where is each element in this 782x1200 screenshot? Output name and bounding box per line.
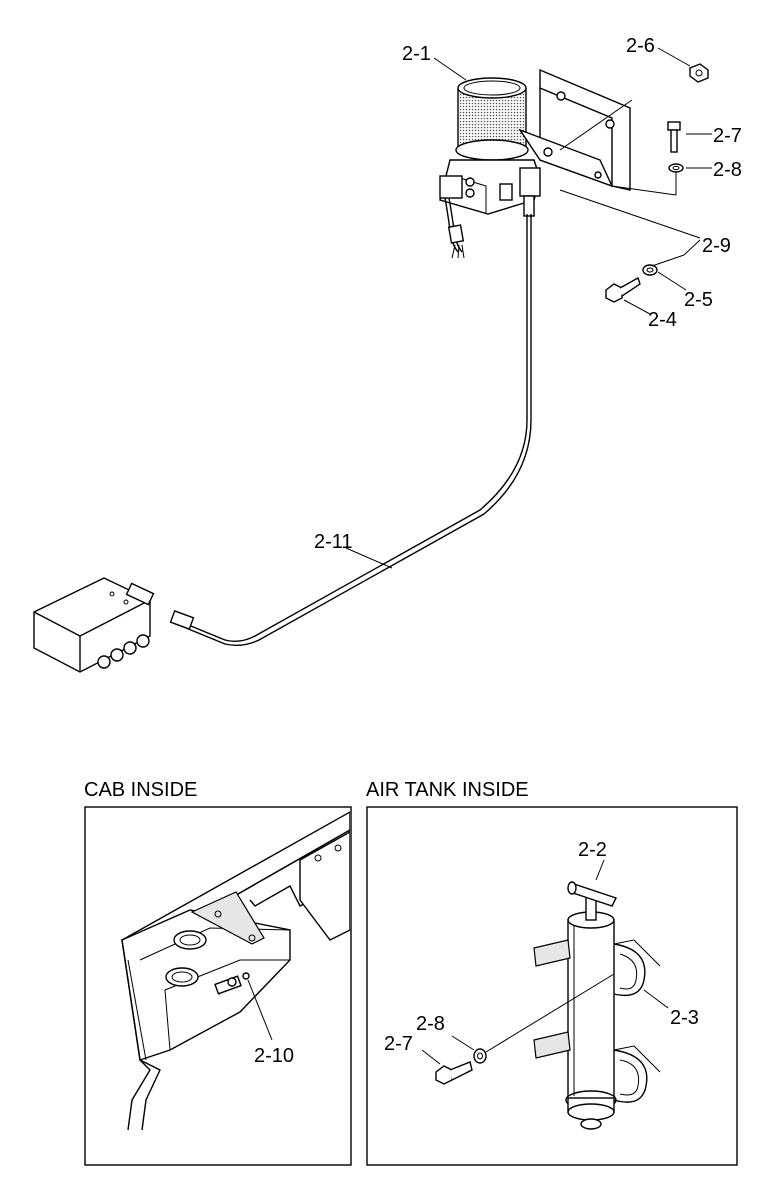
callout-2-8-air-tank: 2-8	[416, 1013, 445, 1035]
leader-lines-top	[433, 47, 712, 315]
grease-hose-2-11	[169, 214, 532, 647]
air-tank-inside-panel	[366, 806, 738, 1166]
callout-2-7: 2-7	[713, 125, 742, 147]
distributor-block	[33, 577, 155, 673]
callout-2-7-air-tank: 2-7	[384, 1033, 413, 1055]
callout-2-9: 2-9	[702, 235, 731, 257]
air-tank-inside-title: AIR TANK INSIDE	[366, 779, 529, 801]
callout-2-11: 2-11	[314, 531, 353, 553]
callout-2-8: 2-8	[713, 159, 742, 181]
callout-2-3: 2-3	[670, 1007, 699, 1029]
callout-2-10: 2-10	[254, 1045, 294, 1067]
callout-2-1: 2-1	[402, 43, 431, 65]
washer-2-8	[668, 163, 684, 173]
callout-2-4: 2-4	[648, 309, 677, 331]
washer-2-5	[642, 264, 658, 276]
callout-2-2: 2-2	[578, 839, 607, 861]
bolt-2-4	[605, 276, 641, 303]
grease-pump-assembly	[439, 77, 541, 259]
bolt-2-7	[667, 121, 681, 153]
cab-inside-title: CAB INSIDE	[84, 779, 197, 801]
cab-inside-panel	[84, 806, 352, 1166]
nut-2-6	[689, 63, 709, 83]
callout-2-5: 2-5	[684, 289, 713, 311]
callout-2-6: 2-6	[626, 35, 655, 57]
